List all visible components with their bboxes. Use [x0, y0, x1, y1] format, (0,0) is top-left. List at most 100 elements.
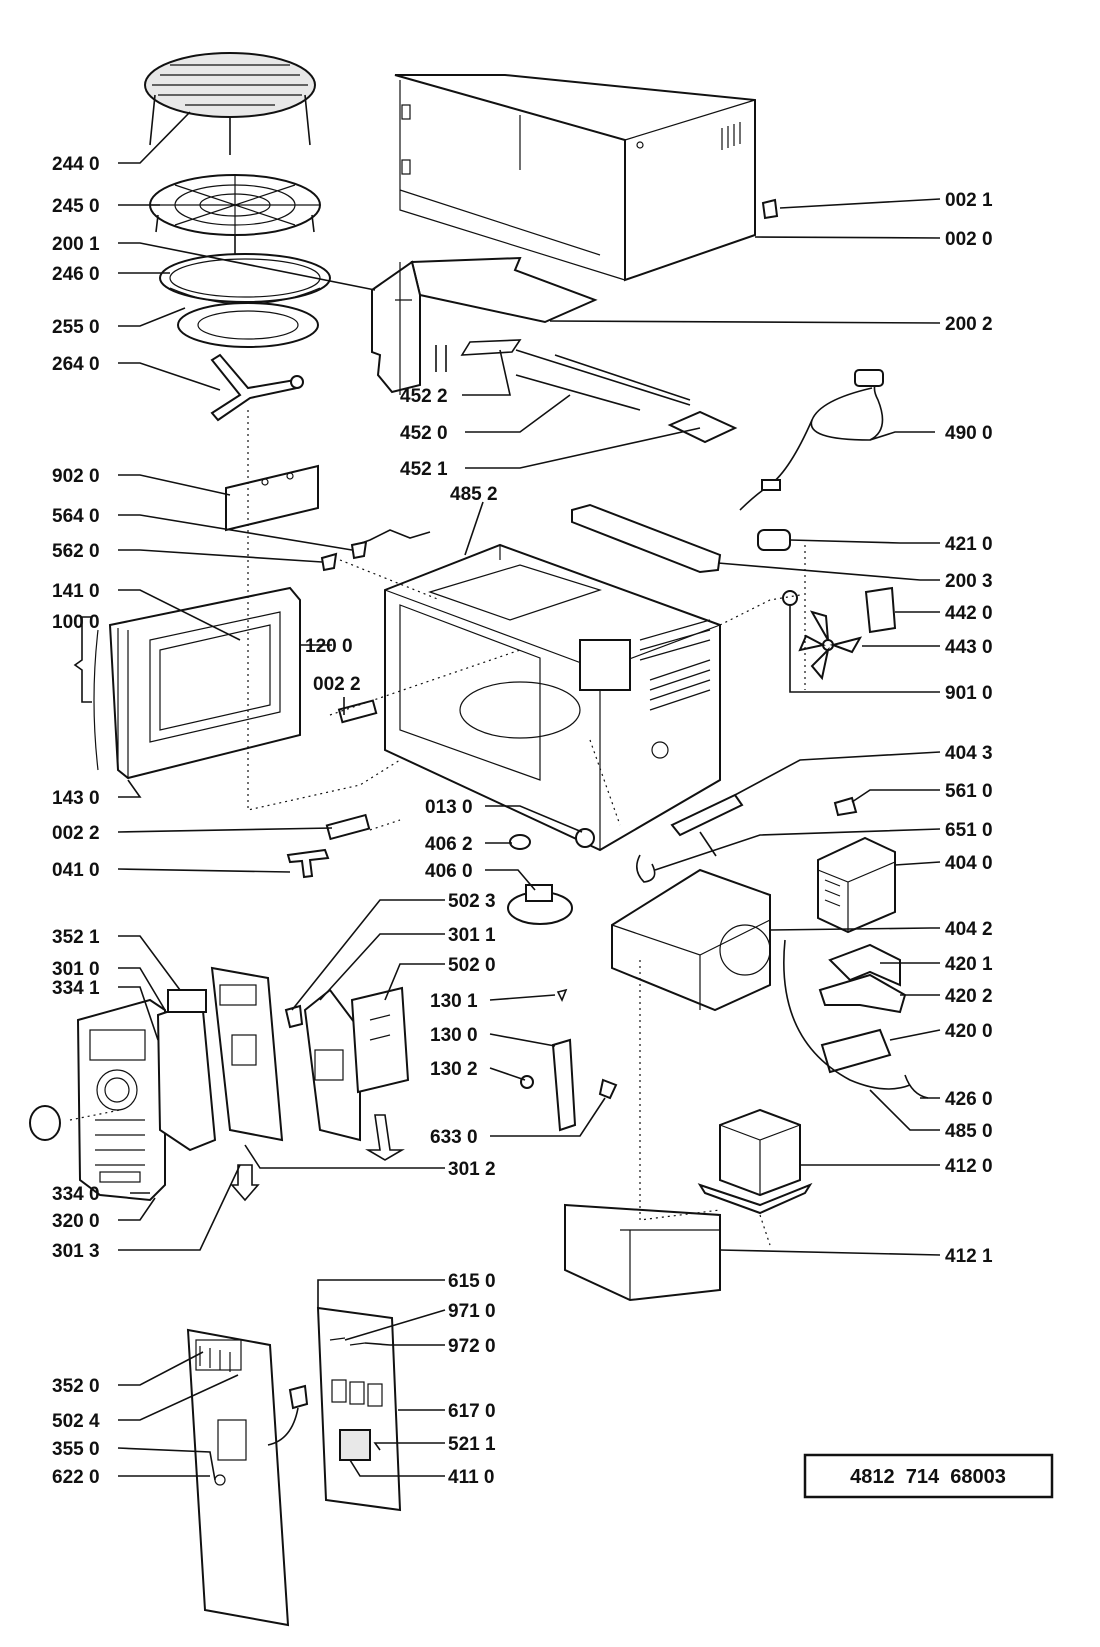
label-4201: 420 1	[945, 954, 993, 975]
reference-number: 4812 714 68003	[850, 1466, 1006, 1488]
cover-4121	[564, 1203, 721, 1302]
label-4042: 404 2	[945, 919, 993, 940]
label-4420: 442 0	[945, 603, 993, 624]
label-5024: 502 4	[52, 1411, 100, 1432]
label-4521: 452 1	[400, 459, 448, 480]
rods-452	[435, 339, 738, 444]
spring-1301	[556, 988, 568, 1002]
label-3550: 355 0	[52, 1439, 100, 1460]
label-4121: 412 1	[945, 1246, 993, 1267]
label-3011: 301 1	[448, 925, 496, 946]
label-0020: 002 0	[945, 229, 993, 250]
label-4200: 420 0	[945, 1021, 993, 1042]
label-5640: 564 0	[52, 506, 100, 527]
label-3340: 334 0	[52, 1184, 100, 1205]
leader-lines	[73, 111, 941, 1481]
assembly-guides	[69, 410, 806, 1246]
plate-0022-a	[337, 699, 378, 724]
magnetron-4040	[817, 836, 896, 934]
label-3010: 301 0	[52, 959, 100, 980]
label-4120: 412 0	[945, 1156, 993, 1177]
label-0022b: 002 2	[52, 823, 100, 844]
labels-right: 002 1 002 0 200 2 490 0 421 0 200 3 442 …	[945, 190, 993, 1267]
label-4062: 406 2	[425, 834, 473, 855]
label-9010: 901 0	[945, 683, 993, 704]
label-1410: 141 0	[52, 581, 100, 602]
label-2001: 200 1	[52, 234, 100, 255]
plate-0022-b	[325, 813, 371, 841]
bracket-564	[355, 529, 431, 546]
ring-4062	[509, 834, 531, 850]
pcb-622	[186, 1328, 290, 1627]
bracket-4202	[818, 973, 907, 1014]
label-4260: 426 0	[945, 1089, 993, 1110]
label-6150: 615 0	[448, 1271, 496, 1292]
clip-0021	[761, 198, 779, 220]
frame-3010	[156, 998, 217, 1152]
label-4110: 411 0	[448, 1467, 495, 1488]
label-4430: 443 0	[945, 637, 993, 658]
pcb-5020	[350, 986, 410, 1094]
label-0410: 041 0	[52, 860, 100, 881]
steam-rack-245	[149, 174, 321, 255]
label-2550: 255 0	[52, 317, 100, 338]
switch-562	[320, 552, 338, 572]
label-1430: 143 0	[52, 788, 100, 809]
lever-arm	[699, 831, 717, 857]
label-1302: 130 2	[430, 1059, 478, 1080]
thermostat-901	[782, 590, 798, 606]
connector-5023	[284, 1004, 304, 1029]
glass-tray-246	[159, 253, 331, 305]
label-2440: 244 0	[52, 154, 100, 175]
label-2460: 246 0	[52, 264, 100, 285]
label-6330: 633 0	[430, 1127, 478, 1148]
waveguide-4042	[611, 868, 771, 1012]
board-3011	[303, 988, 361, 1142]
label-4060: 406 0	[425, 861, 473, 882]
coupler-264	[210, 353, 304, 422]
display-3521	[167, 989, 207, 1013]
pin-1302	[520, 1075, 534, 1089]
label-1200: 120 0	[305, 636, 353, 657]
roller-ring-255	[177, 302, 319, 348]
motor-421	[757, 529, 791, 551]
label-9710: 971 0	[448, 1301, 496, 1322]
clip-561	[833, 796, 858, 817]
capacitor-4200	[820, 1028, 892, 1074]
label-3521: 352 1	[52, 927, 100, 948]
pcb-3012	[210, 966, 284, 1142]
wire-5024	[267, 1407, 299, 1446]
label-4202: 420 2	[945, 986, 993, 1007]
label-2002: 200 2	[945, 314, 993, 335]
label-9720: 972 0	[448, 1336, 496, 1357]
cabinet-002	[394, 74, 756, 282]
label-4040: 404 0	[945, 853, 993, 874]
label-5620: 562 0	[52, 541, 100, 562]
reference-box: 4812 714 68003	[803, 1453, 1054, 1499]
label-3013: 301 3	[52, 1241, 100, 1262]
label-4852: 485 2	[450, 484, 498, 505]
label-3012: 301 2	[448, 1159, 496, 1180]
pcb-615	[316, 1306, 402, 1512]
label-1300: 130 0	[430, 1025, 478, 1046]
label-4900: 490 0	[945, 423, 993, 444]
label-0021: 002 1	[945, 190, 993, 211]
label-4522: 452 2	[400, 386, 448, 407]
labels-left: 244 0 245 0 200 1 246 0 255 0 264 0 902 …	[52, 154, 100, 1488]
label-0130: 013 0	[425, 797, 473, 818]
labels-center: 452 2 452 0 452 1 485 2 120 0 002 2 013 …	[305, 386, 498, 1488]
foot-013	[575, 828, 595, 848]
bracket-041	[286, 848, 330, 879]
main-chassis	[384, 543, 721, 852]
label-4850: 485 0	[945, 1121, 993, 1142]
label-5020: 502 0	[448, 955, 496, 976]
fan-443	[798, 610, 863, 681]
control-panel-320	[76, 998, 166, 1202]
label-2450: 245 0	[52, 196, 100, 217]
lever-4043	[670, 793, 744, 837]
spring-651	[636, 854, 656, 883]
label-5211: 521 1	[448, 1434, 496, 1455]
switch-564	[350, 540, 368, 560]
label-1301: 130 1	[430, 991, 478, 1012]
